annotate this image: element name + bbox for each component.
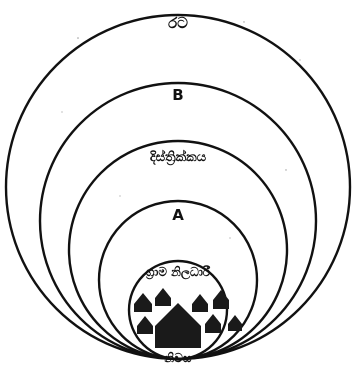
label-district: දිස්ත්‍රික්කය [149,148,206,166]
house-icon [155,288,171,306]
label-house: නිවස [163,351,191,365]
house-icon [137,316,153,334]
label-a: A [172,206,184,224]
label-b: B [172,86,183,104]
house-icon [192,294,208,312]
label-country: රට [168,14,188,32]
house-icon [134,293,152,312]
label-grama-niladhari: ග්‍රාම නිලධාරී [145,264,210,281]
house-icon [213,290,229,309]
house-icon [205,314,221,333]
house-icon [228,315,242,331]
